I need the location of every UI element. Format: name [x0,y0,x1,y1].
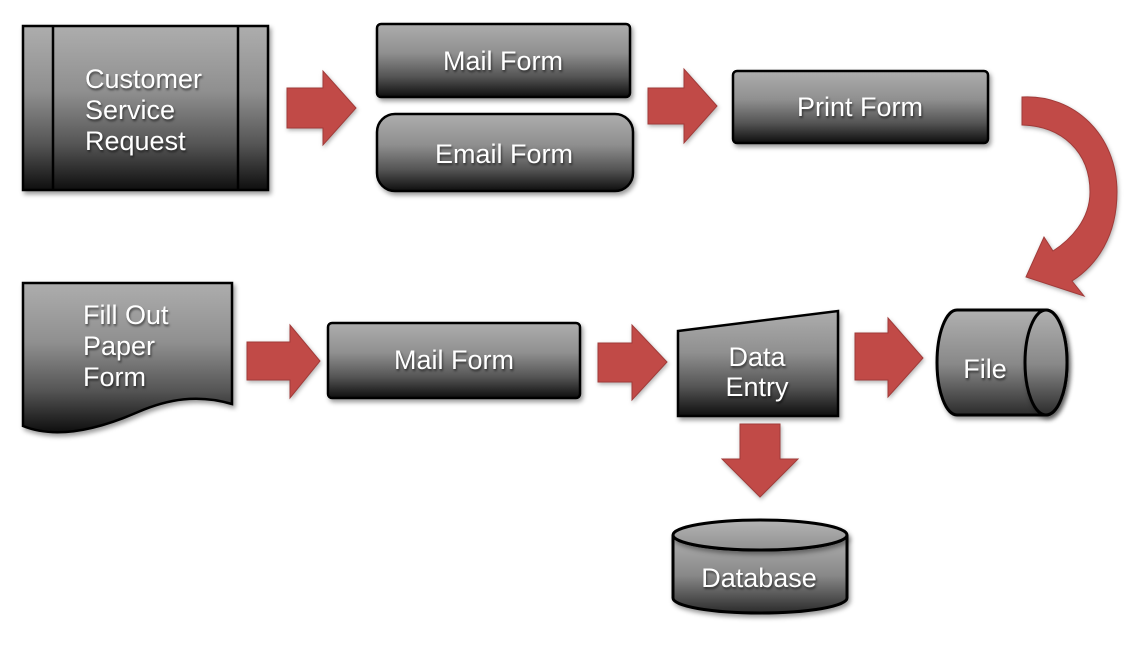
arrow-mail-to-data-entry [597,323,668,402]
fill-out-paper-form-label: Form [83,362,146,392]
fill-out-paper-form-shape [21,281,234,434]
arrow-data-entry-to-file [854,316,924,399]
arrow-paper-to-mail [246,323,321,400]
database-label: Database [701,563,817,593]
mail-form-top-label: Mail Form [443,46,563,76]
mail-form-bottom-shape [326,321,582,400]
email-form-label: Email Form [435,139,573,169]
customer-service-request-label: Customer [85,64,202,94]
node-email-form: Email Form [375,112,635,193]
arrow-print-to-file-curved [1021,96,1118,297]
email-form-shape [375,112,635,193]
data-entry-label: Entry [725,372,789,402]
node-database: Database [671,518,849,615]
node-file: File [935,308,1069,417]
fill-out-paper-form-label: Paper [83,331,155,361]
arrow-forms-to-print [647,67,718,145]
print-form-label: Print Form [797,92,923,122]
customer-service-request-label: Service [85,95,175,125]
node-fill-out-paper-form: Fill Out Paper Form [21,281,234,434]
customer-service-request-shape [21,24,270,192]
node-mail-form-bottom: Mail Form [326,321,582,400]
arrow-csr-to-forms [286,69,357,147]
database-cylinder-top [671,518,849,552]
file-cylinder-cap [1023,308,1069,417]
arrow-data-entry-to-database [720,423,800,498]
fill-out-paper-form-label: Fill Out [83,300,169,330]
node-customer-service-request: Customer Service Request [21,24,270,192]
node-data-entry: Data Entry [676,309,840,418]
data-entry-label: Data [728,342,786,372]
node-mail-form-top: Mail Form [375,22,632,99]
data-entry-shape [676,309,840,418]
mail-form-bottom-label: Mail Form [394,345,514,375]
node-print-form: Print Form [731,69,990,145]
file-label: File [963,354,1007,384]
customer-service-request-label: Request [85,126,186,156]
print-form-shape [731,69,990,145]
mail-form-top-shape [375,22,632,99]
